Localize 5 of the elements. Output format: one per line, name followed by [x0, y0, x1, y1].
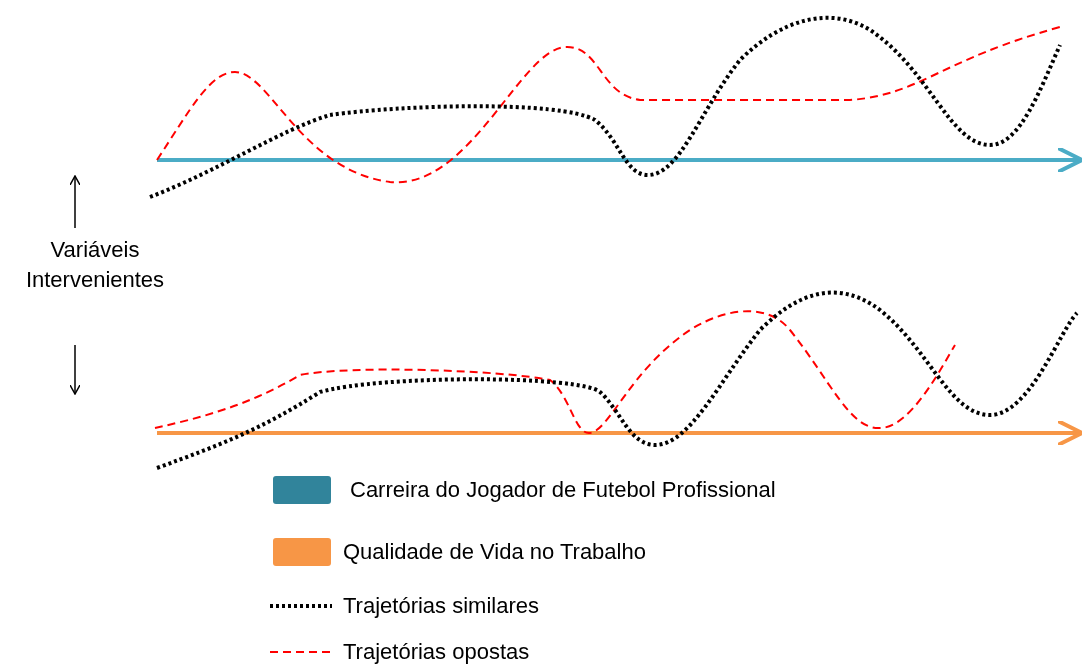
legend-label: Trajetórias similares	[343, 593, 539, 619]
legend-label: Carreira do Jogador de Futebol Profissional	[350, 477, 776, 503]
legend-label: Trajetórias opostas	[343, 639, 530, 664]
axis-note: Variáveis Intervenientes	[24, 236, 166, 294]
legend-label: Qualidade de Vida no Trabalho	[343, 539, 646, 565]
